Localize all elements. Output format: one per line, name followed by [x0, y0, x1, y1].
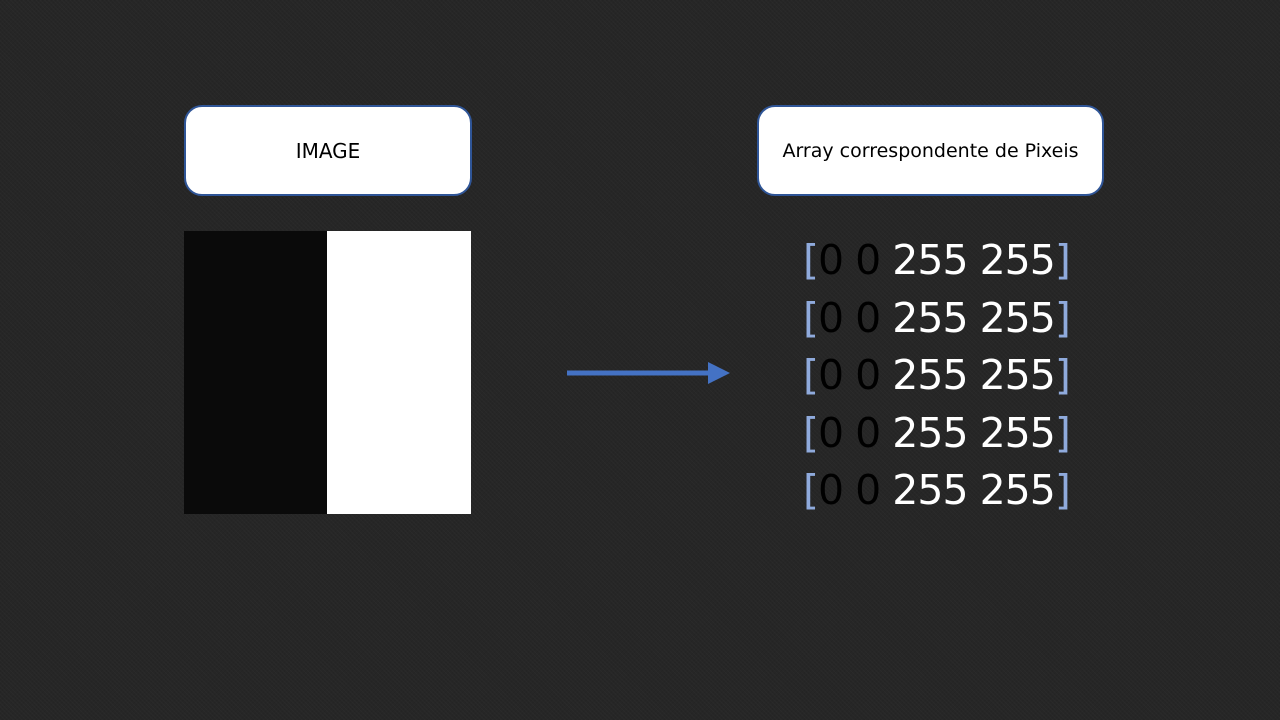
open-bracket: [ — [803, 236, 819, 284]
pixel-value: 0 — [855, 351, 881, 399]
open-bracket: [ — [803, 351, 819, 399]
array-label: Array correspondente de Pixeis — [782, 139, 1079, 162]
matrix-row: [0 0 255 255] — [803, 232, 1071, 290]
image-label-box: IMAGE — [184, 105, 472, 196]
pixel-value: 0 — [818, 351, 844, 399]
close-bracket: ] — [1054, 408, 1071, 457]
pixel-value: 255 — [979, 408, 1056, 457]
pixel-value: 0 — [818, 408, 844, 457]
open-bracket: [ — [803, 293, 819, 342]
pixel-value: 255 — [979, 293, 1056, 342]
array-label-box: Array correspondente de Pixeis — [757, 105, 1104, 196]
pixel-value: 255 — [892, 408, 968, 457]
close-bracket: ] — [1054, 466, 1071, 514]
matrix-row: [0 0 255 255] — [803, 347, 1071, 405]
close-bracket: ] — [1054, 236, 1071, 284]
close-bracket: ] — [1054, 351, 1071, 399]
open-bracket: [ — [803, 408, 819, 457]
white-half — [327, 231, 471, 514]
pixel-value: 255 — [979, 466, 1056, 514]
black-half — [184, 231, 327, 514]
right-arrow-icon — [567, 362, 730, 384]
pixel-value: 0 — [818, 466, 844, 514]
pixel-value: 0 — [818, 293, 844, 342]
pixel-value: 255 — [892, 236, 968, 284]
arrow-head — [708, 362, 730, 384]
pixel-value: 255 — [979, 351, 1056, 399]
image-label: IMAGE — [295, 138, 361, 163]
pixel-matrix: [0 0 255 255][0 0 255 255][0 0 255 255][… — [803, 232, 1071, 520]
pixel-value: 0 — [855, 466, 881, 514]
pixel-value: 255 — [892, 466, 968, 514]
matrix-row: [0 0 255 255] — [803, 290, 1071, 348]
pixel-value: 0 — [818, 236, 844, 284]
pixel-value: 255 — [892, 293, 968, 342]
black-white-image — [184, 231, 471, 514]
pixel-value: 0 — [855, 236, 881, 284]
matrix-row: [0 0 255 255] — [803, 405, 1071, 463]
close-bracket: ] — [1054, 293, 1071, 342]
pixel-value: 0 — [855, 408, 881, 457]
open-bracket: [ — [803, 466, 819, 514]
pixel-value: 255 — [892, 351, 968, 399]
matrix-row: [0 0 255 255] — [803, 462, 1071, 520]
pixel-value: 0 — [855, 293, 881, 342]
pixel-value: 255 — [979, 236, 1056, 284]
